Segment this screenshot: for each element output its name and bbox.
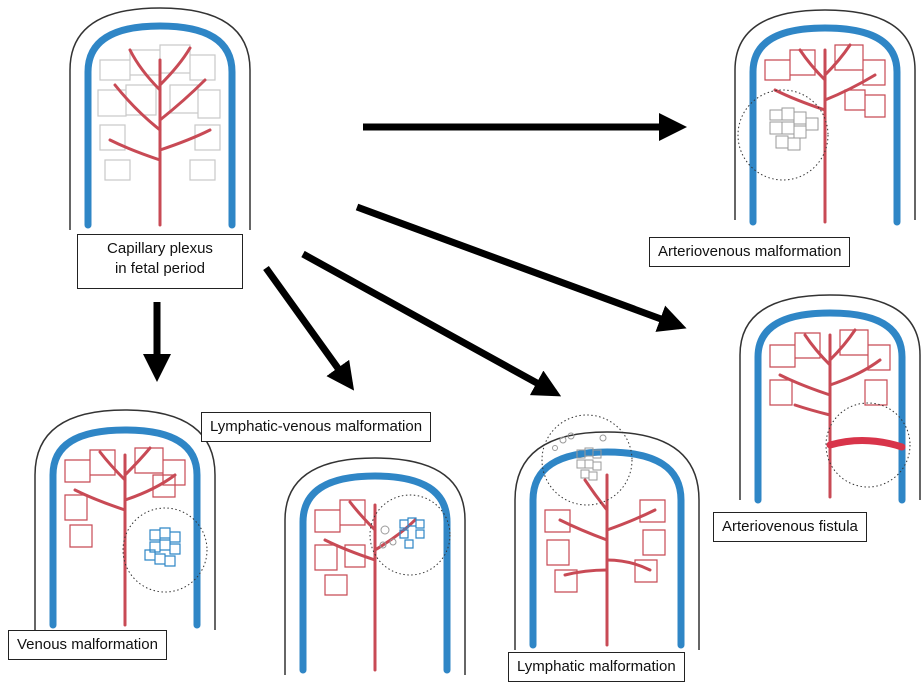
capillary-plexus-label-line1: Capillary plexus bbox=[86, 239, 234, 259]
arteriovenous-malformation-illustration bbox=[735, 10, 915, 222]
lymphatic-malformation-illustration bbox=[515, 415, 699, 650]
lymphatic-venous-malformation-label: Lymphatic-venous malformation bbox=[201, 412, 431, 442]
arteriovenous-malformation-label: Arteriovenous malformation bbox=[649, 237, 850, 267]
capillary-plexus-label-line2: in fetal period bbox=[86, 259, 234, 279]
arrow-to-lymphatic-venous-malformation bbox=[266, 268, 350, 385]
venous-malformation-label: Venous malformation bbox=[8, 630, 167, 660]
capillary-plexus-label: Capillary plexus in fetal period bbox=[77, 234, 243, 289]
lymphatic-malformation-label: Lymphatic malformation bbox=[508, 652, 685, 682]
capillary-plexus-illustration bbox=[70, 8, 250, 230]
venous-malformation-illustration bbox=[35, 410, 215, 630]
arteriovenous-fistula-illustration bbox=[740, 295, 920, 500]
lymphatic-venous-malformation-illustration bbox=[285, 458, 465, 675]
arteriovenous-fistula-label: Arteriovenous fistula bbox=[713, 512, 867, 542]
